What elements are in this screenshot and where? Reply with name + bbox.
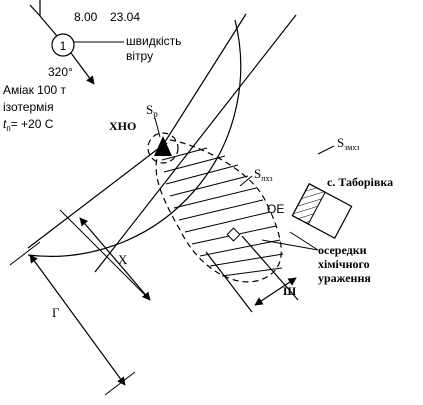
sh-label: Ш [283, 284, 296, 298]
spkhz-outline-dashed [155, 139, 282, 283]
szmkz-edge-upper [162, 13, 247, 146]
source-dashed-circle [147, 132, 179, 164]
foci-leaders: осередки хімічного ураження [261, 231, 371, 285]
weather-symbol: 1 8.00 23.04 швидкість вітру 320° [29, 0, 181, 85]
szmkz-edge-lower [27, 144, 164, 249]
wind-flag-short [29, 4, 41, 17]
sp-leader [154, 117, 161, 138]
source-info: Аміак 100 т ізотермія tп= +20 С [3, 83, 67, 133]
condition-label: ізотермія [3, 100, 54, 114]
time-label: 8.00 [74, 10, 98, 24]
substance-label: Аміак 100 т [3, 83, 67, 97]
wind-speed-label-line1: швидкість [126, 34, 181, 48]
oe-marker [226, 227, 241, 242]
szmkz-leader [317, 145, 335, 155]
temperature-label: tп= +20 С [3, 117, 54, 133]
wind-direction-arrow [70, 52, 95, 85]
x-label: X [118, 252, 128, 267]
settlement-label: с. Таборівка [327, 175, 393, 189]
settlement-hatched-part [291, 183, 326, 225]
oe-label: ОЕ [267, 202, 284, 216]
kho-triangle-marker [154, 136, 172, 156]
szmkz-label: Sзмхз [337, 135, 359, 152]
g-arrow [29, 254, 126, 386]
spkhz-label: Sпхз [254, 166, 273, 183]
sh-arrow [254, 277, 297, 306]
foci-label-line3: ураження [318, 271, 371, 285]
wind-speed-value: 1 [60, 39, 67, 53]
wind-speed-circle [51, 33, 75, 57]
wind-speed-label-line2: вітру [126, 49, 153, 63]
wind-direction-label: 320° [48, 65, 73, 79]
dimension-g: Г [9, 241, 136, 396]
spkhz-hatching [161, 147, 284, 277]
g-label: Г [52, 305, 60, 320]
dimension-sh: Ш [205, 235, 299, 313]
foci-label-line1: осередки [318, 243, 367, 257]
date-label: 23.04 [110, 10, 140, 24]
wind-flag-diagonal [39, 15, 58, 37]
object-oe: ОЕ [226, 202, 284, 242]
settlement: с. Таборівка [291, 175, 393, 239]
spkhz-leader [239, 175, 253, 187]
foci-label-line2: хімічного [318, 257, 370, 271]
kho-label: ХНО [109, 119, 136, 133]
sp-label: Sр [146, 102, 158, 119]
source-point: Sр ХНО [109, 102, 179, 164]
x-arrow [79, 217, 151, 301]
